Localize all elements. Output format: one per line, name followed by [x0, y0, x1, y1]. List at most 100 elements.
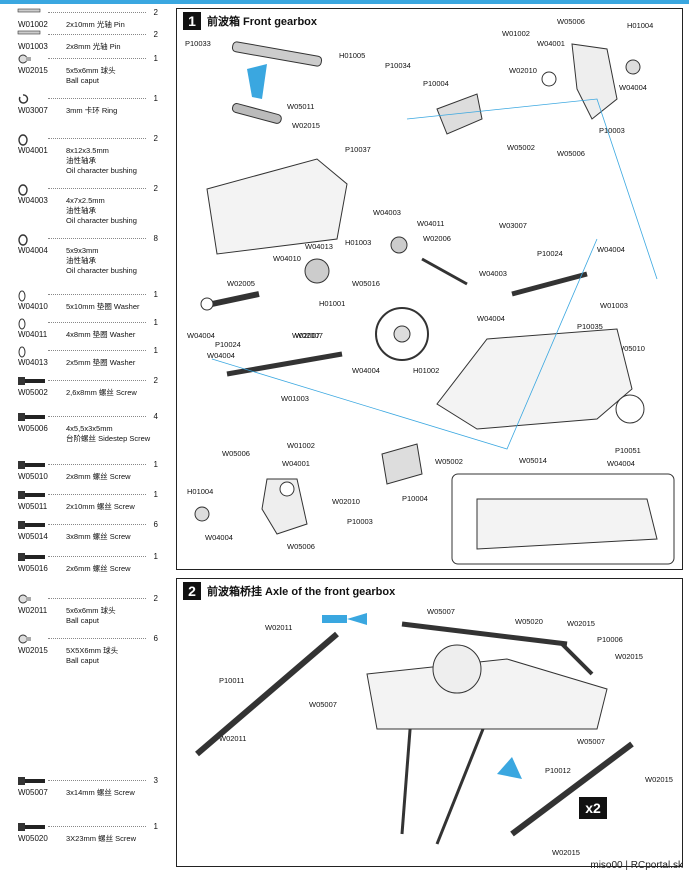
- part-callout: W05006: [557, 17, 585, 26]
- part-code: W04004: [18, 246, 48, 255]
- part-code: W04013: [18, 358, 48, 367]
- part-qty: 6: [153, 520, 158, 529]
- part-code: W05002: [18, 388, 48, 397]
- part-callout: P10035: [577, 322, 603, 331]
- part-callout: W04013: [305, 242, 333, 251]
- part-code: W02011: [18, 606, 48, 615]
- part-callout: W04004: [352, 366, 380, 375]
- quantity-badge: x2: [579, 797, 607, 819]
- part-desc: 3x8mm 螺丝 Screw: [66, 532, 131, 541]
- part-qty: 2: [153, 184, 158, 193]
- part-desc: 3mm 卡环 Ring: [66, 106, 118, 115]
- part-callout: W02015: [292, 121, 320, 130]
- part-callout: W04004: [207, 351, 235, 360]
- step1-number: 1: [183, 12, 201, 30]
- part-code: W05010: [18, 472, 48, 481]
- part-code: W04003: [18, 196, 48, 205]
- part-qty: 1: [153, 460, 158, 469]
- part-callout: W01002: [287, 441, 315, 450]
- part-desc: 3X23mm 螺丝 Screw: [66, 834, 137, 843]
- part-desc: 5X5X6mm 球头: [66, 646, 119, 655]
- part-callout: W04004: [477, 314, 505, 323]
- part-desc: 油性轴承: [66, 256, 96, 265]
- part-callout: W04001: [537, 39, 565, 48]
- part-desc: 2x6mm 螺丝 Screw: [66, 564, 131, 573]
- part-callout: W02006: [423, 234, 451, 243]
- divider: [48, 58, 146, 59]
- part-desc: 5x9x3mm: [66, 246, 99, 255]
- part-desc: 5x10mm 垫圈 Washer: [66, 302, 140, 311]
- part-desc: 油性轴承: [66, 206, 96, 215]
- step2-title: 2 前波箱桥挂 Axle of the front gearbox: [183, 582, 395, 600]
- part-desc: Ball caput: [66, 656, 99, 665]
- part-callout: W02015: [645, 775, 673, 784]
- part-callout: W05007: [577, 737, 605, 746]
- divider: [48, 350, 146, 351]
- top-accent-bar: [0, 0, 689, 4]
- part-callout: P10034: [385, 61, 411, 70]
- part-desc: 5x6x6mm 球头: [66, 606, 116, 615]
- part-code: W05006: [18, 424, 48, 433]
- part-qty: 1: [153, 318, 158, 327]
- part-callout: P10012: [545, 766, 571, 775]
- part-qty: 2: [153, 30, 158, 39]
- part-callout: W04004: [607, 459, 635, 468]
- part-callout: W05020: [515, 617, 543, 626]
- part-callout: W02011: [265, 623, 293, 632]
- divider: [48, 322, 146, 323]
- part-desc: 2x8mm 光轴 Pin: [66, 42, 121, 51]
- divider: [48, 12, 146, 13]
- part-qty: 1: [153, 346, 158, 355]
- part-callout: W04003: [373, 208, 401, 217]
- part-qty: 2: [153, 376, 158, 385]
- part-callout: W02010: [332, 497, 360, 506]
- part-desc: 油性轴承: [66, 156, 96, 165]
- part-desc: 5x5x6mm 球头: [66, 66, 116, 75]
- step1-title: 1 前波箱 Front gearbox: [183, 12, 317, 30]
- part-desc: 2,6x8mm 螺丝 Screw: [66, 388, 137, 397]
- step2-title-text: 前波箱桥挂 Axle of the front gearbox: [207, 586, 396, 598]
- part-qty: 1: [153, 552, 158, 561]
- divider: [48, 638, 146, 639]
- part-code: W05007: [18, 788, 48, 797]
- part-callout: W05007: [427, 607, 455, 616]
- credit-text: miso00 | RCportal.sk: [590, 860, 683, 871]
- part-callout: W02015: [615, 652, 643, 661]
- part-callout: P10003: [599, 126, 625, 135]
- divider: [48, 780, 146, 781]
- part-callout: W05006: [557, 149, 585, 158]
- part-code: W04010: [18, 302, 48, 311]
- part-callout: P10051: [615, 446, 641, 455]
- part-callout: P10003: [347, 517, 373, 526]
- part-callout: W02007: [292, 331, 320, 340]
- step1-title-text: 前波箱 Front gearbox: [207, 16, 318, 28]
- part-callout: P10006: [597, 635, 623, 644]
- part-desc: 4x8mm 垫圈 Washer: [66, 330, 136, 339]
- part-code: W04001: [18, 146, 48, 155]
- part-callout: W02015: [552, 848, 580, 857]
- part-callout: H01002: [413, 366, 440, 375]
- part-callout: W05010: [617, 344, 645, 353]
- part-desc: Oil character bushing: [66, 166, 137, 175]
- part-callout: W05016: [352, 279, 380, 288]
- part-callout: W05002: [435, 457, 463, 466]
- divider: [48, 98, 146, 99]
- arrow-right-icon: [347, 613, 367, 625]
- part-callout: W05002: [507, 143, 535, 152]
- part-callout: P10024: [537, 249, 563, 258]
- part-desc: Ball caput: [66, 76, 99, 85]
- part-qty: 2: [153, 8, 158, 17]
- divider: [48, 556, 146, 557]
- part-callout: H01003: [345, 238, 372, 247]
- divider: [48, 188, 146, 189]
